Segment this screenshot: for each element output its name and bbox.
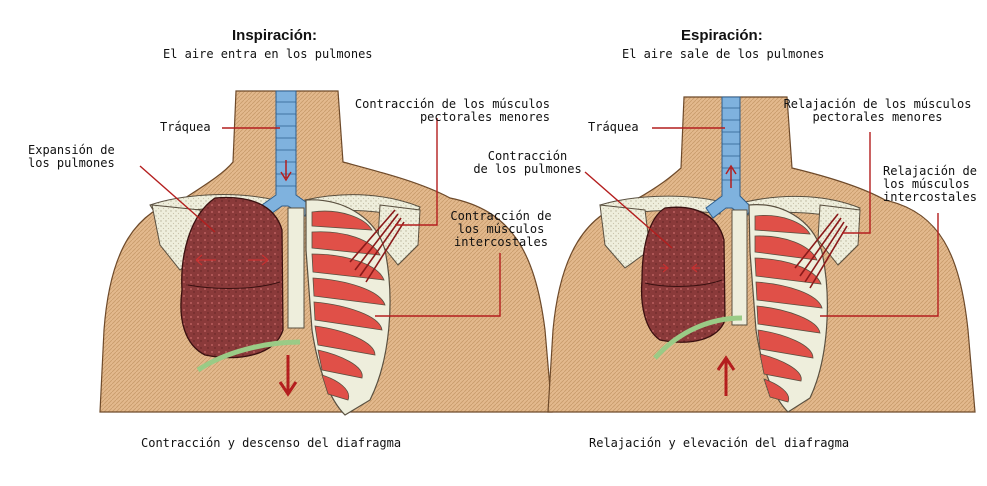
pectorals-label-right: Relajación de los músculos pectorales me…	[770, 98, 985, 124]
expiration-title: Espiración:	[681, 27, 763, 44]
lung-left	[181, 197, 283, 357]
sternum-left	[288, 208, 304, 328]
sternum-right	[732, 210, 747, 325]
trachea-label-right: Tráquea	[588, 121, 639, 134]
lungs-label-right: Contracción de los pulmones	[455, 150, 600, 176]
expiration-subtitle: El aire sale de los pulmones	[622, 48, 824, 61]
inspiration-subtitle: El aire entra en los pulmones	[163, 48, 373, 61]
diaphragm-caption-left: Contracción y descenso del diafragma	[141, 437, 401, 450]
pectorals-label-left: Contracción de los músculos pectorales m…	[320, 98, 550, 124]
intercostals-label-right: Relajación de los músculos intercostales	[883, 165, 977, 204]
expiration-panel	[548, 97, 975, 412]
inspiration-panel	[100, 91, 552, 415]
trachea-label-left: Tráquea	[160, 121, 211, 134]
diaphragm-caption-right: Relajación y elevación del diafragma	[589, 437, 849, 450]
inspiration-title: Inspiración:	[232, 27, 317, 44]
lungs-label-left: Expansión de los pulmones	[28, 144, 115, 170]
intercostals-label-left: Contracción de los músculos intercostale…	[436, 210, 566, 249]
